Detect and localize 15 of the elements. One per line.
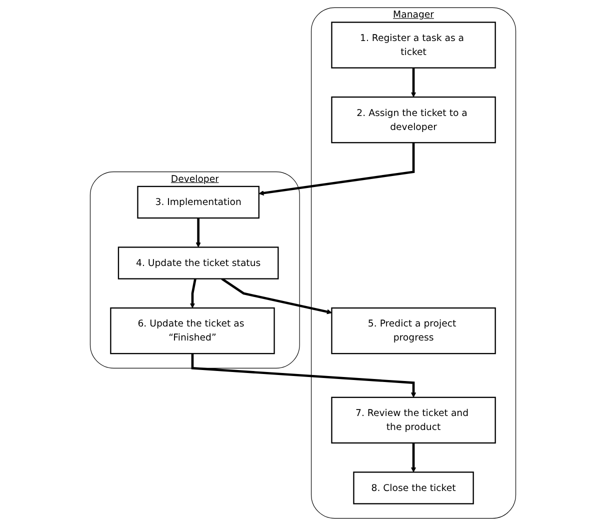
arrow xyxy=(258,142,415,196)
arrow xyxy=(190,278,196,308)
node-box: 5. Predict a project progress xyxy=(331,306,496,354)
arrow xyxy=(410,442,416,472)
node-box: 4. Update the ticket status xyxy=(118,246,279,279)
arrow xyxy=(191,353,416,398)
arrow xyxy=(221,277,332,314)
node-box: 1. Register a task as a ticket xyxy=(331,21,496,68)
node-box: 3. Implementation xyxy=(137,185,260,218)
node-box: 7. Review the ticket and the product xyxy=(331,396,496,444)
arrow xyxy=(196,218,201,247)
node-box: 2. Assign the ticket to a developer xyxy=(331,96,496,143)
arrow xyxy=(410,67,416,97)
node-box: 6. Update the ticket as “Finished” xyxy=(110,306,275,354)
node-box: 8. Close the ticket xyxy=(353,471,474,504)
